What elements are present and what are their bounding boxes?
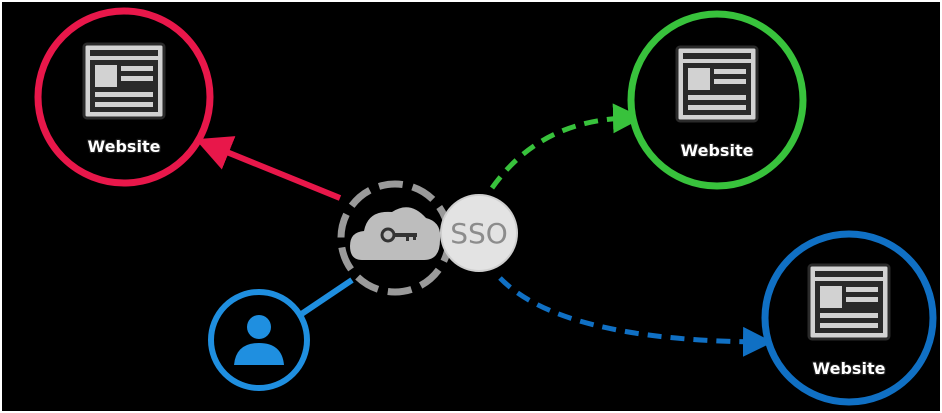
website-label-blue: Website xyxy=(813,359,886,378)
browser-window-icon xyxy=(82,42,166,120)
website-node-red: Website xyxy=(34,7,214,187)
sso-node: SSO xyxy=(440,194,518,272)
edge-cloud-to-website-red xyxy=(195,136,342,201)
user-node xyxy=(208,289,310,391)
website-label-red: Website xyxy=(88,137,161,156)
cloud-key-node xyxy=(337,180,453,296)
edge-user-to-cloud xyxy=(298,277,354,318)
browser-window-icon xyxy=(675,45,759,123)
user-icon xyxy=(234,315,284,365)
browser-window-icon xyxy=(807,263,891,341)
edge-sso-to-website-blue xyxy=(498,276,773,357)
sso-label: SSO xyxy=(450,217,508,250)
website-node-blue: Website xyxy=(761,230,937,406)
key-icon xyxy=(380,227,417,243)
website-label-green: Website xyxy=(681,141,754,160)
website-node-green: Website xyxy=(627,10,807,190)
edge-sso-to-website-green xyxy=(489,103,643,190)
